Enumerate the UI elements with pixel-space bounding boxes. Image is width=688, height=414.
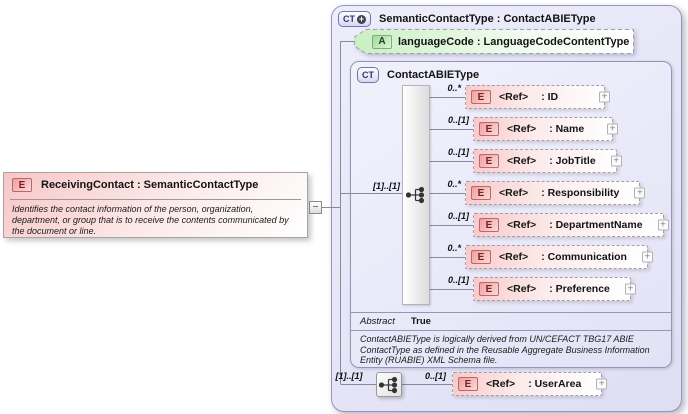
- container-header: CT+ SemanticContactType : ContactABIETyp…: [338, 11, 596, 27]
- element-ref-label: <Ref>: [499, 187, 529, 199]
- divider: [10, 199, 301, 200]
- element-ref-label: <Ref>: [486, 378, 516, 390]
- element-ref-jobtitle[interactable]: E <Ref> : JobTitle +: [473, 149, 622, 173]
- sequence-compositor[interactable]: [376, 372, 402, 397]
- element-type-label: : Preference: [549, 283, 610, 295]
- element-icon: E: [479, 282, 499, 296]
- plus-circle-icon: +: [357, 13, 366, 24]
- element-ref-responsibility[interactable]: E <Ref> : Responsibility +: [465, 181, 646, 205]
- collapse-toggle[interactable]: −: [309, 201, 322, 214]
- element-ref-id[interactable]: E <Ref> : ID +: [465, 85, 610, 109]
- receiving-contact-element[interactable]: E ReceivingContact : SemanticContactType…: [3, 172, 308, 238]
- element-ref-label: <Ref>: [507, 155, 537, 167]
- abstract-value: True: [410, 316, 431, 327]
- type-box-title: ContactABIEType: [387, 69, 480, 81]
- expand-icon[interactable]: +: [607, 123, 618, 135]
- element-icon: E: [479, 218, 499, 232]
- abstract-label: Abstract: [360, 316, 395, 327]
- element-type-label: : Name: [549, 123, 585, 135]
- sequence-icon: [379, 376, 398, 393]
- element-type-label: : DepartmentName: [549, 219, 643, 231]
- element-ref-name[interactable]: E <Ref> : Name +: [473, 117, 618, 141]
- element-ref-label: <Ref>: [507, 219, 537, 231]
- cardinality-label: 0..[1]: [447, 115, 469, 125]
- element-icon: E: [479, 154, 499, 168]
- sequence-cardinality: [1]..[1]: [373, 181, 400, 191]
- receiving-contact-title: ReceivingContact : SemanticContactType: [41, 179, 259, 191]
- element-ref-userarea[interactable]: E <Ref> : UserArea +: [452, 372, 608, 396]
- divider: [350, 312, 672, 313]
- element-icon: E: [471, 186, 491, 200]
- element-type-label: : ID: [541, 91, 559, 103]
- global-complex-type-icon: CT+: [338, 11, 371, 27]
- element-type-label: : Responsibility: [541, 187, 620, 199]
- expand-icon[interactable]: +: [596, 378, 608, 390]
- sequence-cardinality: [1]..[1]: [335, 371, 363, 381]
- cardinality-label: 0..*: [447, 243, 461, 253]
- element-type-label: : Communication: [541, 251, 627, 263]
- element-ref-label: <Ref>: [507, 283, 537, 295]
- element-icon: E: [471, 250, 491, 264]
- expand-icon[interactable]: +: [641, 251, 653, 263]
- attribute-icon: A: [372, 34, 392, 49]
- element-ref-label: <Ref>: [499, 91, 529, 103]
- expand-icon[interactable]: +: [634, 187, 646, 199]
- element-ref-communication[interactable]: E <Ref> : Communication +: [465, 245, 653, 269]
- cardinality-label: 0..[1]: [447, 211, 469, 221]
- cardinality-label: 0..*: [447, 83, 461, 93]
- type-box-description: ContactABIEType is logically derived fro…: [360, 334, 650, 365]
- cardinality-label: 0..[1]: [424, 371, 446, 381]
- attribute-languagecode[interactable]: A languageCode : LanguageCodeContentType: [354, 29, 634, 54]
- divider: [350, 330, 672, 331]
- element-type-label: : JobTitle: [549, 155, 596, 167]
- element-icon: E: [479, 122, 499, 136]
- element-icon: E: [471, 90, 491, 104]
- type-box-header: CT ContactABIEType: [357, 67, 479, 83]
- receiving-contact-description: Identifies the contact information of th…: [12, 204, 289, 236]
- element-ref-label: <Ref>: [507, 123, 537, 135]
- sequence-icon: [406, 186, 425, 204]
- expand-icon[interactable]: +: [599, 91, 610, 103]
- element-icon: E: [458, 377, 478, 391]
- expand-icon[interactable]: +: [657, 219, 669, 231]
- complex-type-icon: CT: [357, 67, 379, 83]
- cardinality-label: 0..*: [447, 179, 461, 189]
- element-icon: E: [12, 178, 32, 192]
- expand-icon[interactable]: +: [624, 283, 636, 295]
- element-ref-preference[interactable]: E <Ref> : Preference +: [473, 277, 636, 301]
- expand-icon[interactable]: +: [610, 155, 622, 167]
- element-ref-label: <Ref>: [499, 251, 529, 263]
- element-type-label: : UserArea: [528, 378, 582, 390]
- cardinality-label: 0..[1]: [447, 275, 469, 285]
- attribute-shape: [354, 29, 634, 54]
- abstract-property-row: Abstract True: [360, 316, 431, 327]
- attribute-title: languageCode : LanguageCodeContentType: [398, 35, 630, 48]
- element-ref-departmentname[interactable]: E <Ref> : DepartmentName +: [473, 213, 669, 237]
- container-title: SemanticContactType : ContactABIEType: [379, 13, 596, 25]
- cardinality-label: 0..[1]: [447, 147, 469, 157]
